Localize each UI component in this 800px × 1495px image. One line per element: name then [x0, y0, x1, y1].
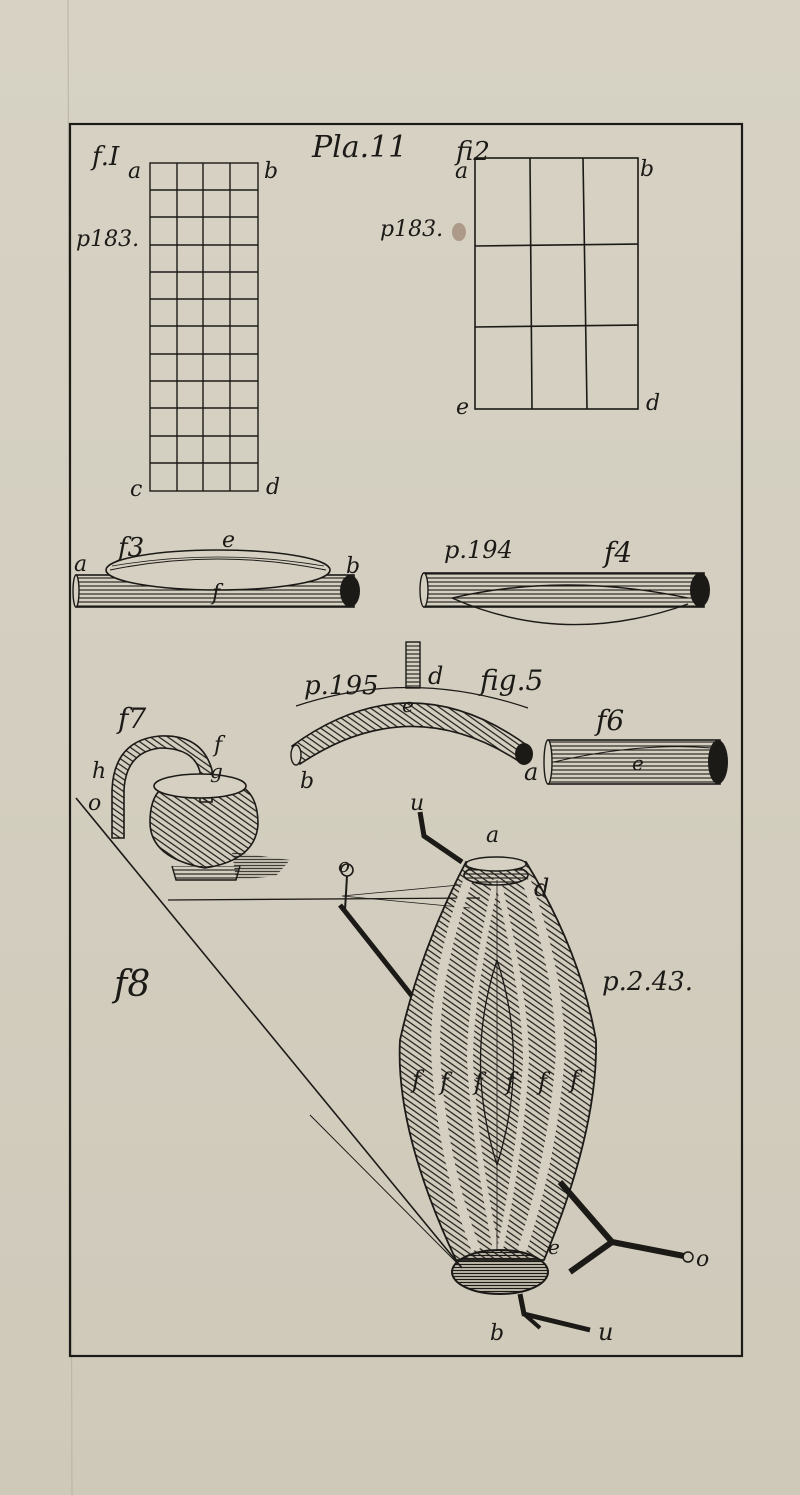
plate-title: Pla.11 — [311, 130, 407, 165]
plate-border — [68, 122, 744, 1358]
fig5-name: fig.5 — [478, 664, 543, 697]
fig1-corner-a: a — [128, 159, 141, 184]
ink-blot — [452, 223, 466, 241]
fig4-name: f4 — [602, 536, 632, 569]
fig2-corner-a: a — [455, 159, 468, 184]
fig7-label-o: o — [88, 791, 101, 816]
fig8-label-d: d — [534, 874, 549, 902]
fig7-label-g: g — [210, 759, 223, 783]
fig8-label-b: b — [490, 1321, 504, 1346]
fig6-label-e: e — [632, 751, 644, 775]
fig7-name: f7 — [116, 702, 146, 735]
fig8-page-ref: p.2.43. — [602, 967, 693, 997]
figure-5-curved-tube — [290, 641, 533, 766]
fig8-label-e: e — [548, 1235, 560, 1259]
fig2-corner-d: d — [646, 391, 660, 416]
fig2-corner-b: b — [640, 157, 654, 182]
fig3-label-b: b — [346, 554, 360, 579]
fig4-page-ref: p.194 — [444, 536, 513, 564]
fig1-name: f.I — [90, 142, 120, 172]
fig8-label-o-branch: o — [696, 1247, 709, 1272]
figure-7-siphon — [111, 735, 290, 881]
fig7-label-f: f — [212, 733, 226, 758]
figure-4-tube — [419, 572, 710, 626]
fig3-label-a: a — [74, 552, 87, 577]
fig8-name: f8 — [111, 964, 150, 1005]
figure-8-vessel — [75, 797, 694, 1333]
fig1-corner-d: d — [266, 475, 280, 500]
fig8-label-u-top: u — [410, 791, 424, 816]
fig2-name: fi2 — [454, 137, 490, 167]
fig5-page-ref: p.195 — [304, 671, 379, 701]
figure-1-grid — [149, 162, 259, 492]
fig5-label-e: e — [402, 693, 414, 717]
figure-3-tube — [72, 549, 360, 608]
fig7-label-h: h — [92, 759, 106, 784]
fig6-name: f6 — [594, 704, 624, 737]
figure-6-tube — [543, 739, 728, 785]
fig5-label-b: b — [300, 769, 314, 794]
fig8-label-u-bottom: u — [598, 1318, 613, 1346]
fig1-corner-c: c — [130, 477, 142, 502]
fig1-corner-b: b — [264, 159, 278, 184]
fig8-label-a: a — [486, 823, 499, 848]
fig1-page-ref: p183. — [76, 227, 139, 252]
fig2-page-ref: p183. — [380, 217, 443, 242]
fig5-label-d: d — [428, 662, 443, 690]
fig3-label-e: e — [222, 528, 235, 553]
fig3-name: f3 — [116, 533, 144, 563]
fig8-label-o-pin: o — [338, 853, 350, 877]
figure-2-grid — [474, 157, 639, 410]
fig5-label-a: a — [524, 758, 538, 786]
fig2-corner-e: e — [456, 395, 469, 420]
